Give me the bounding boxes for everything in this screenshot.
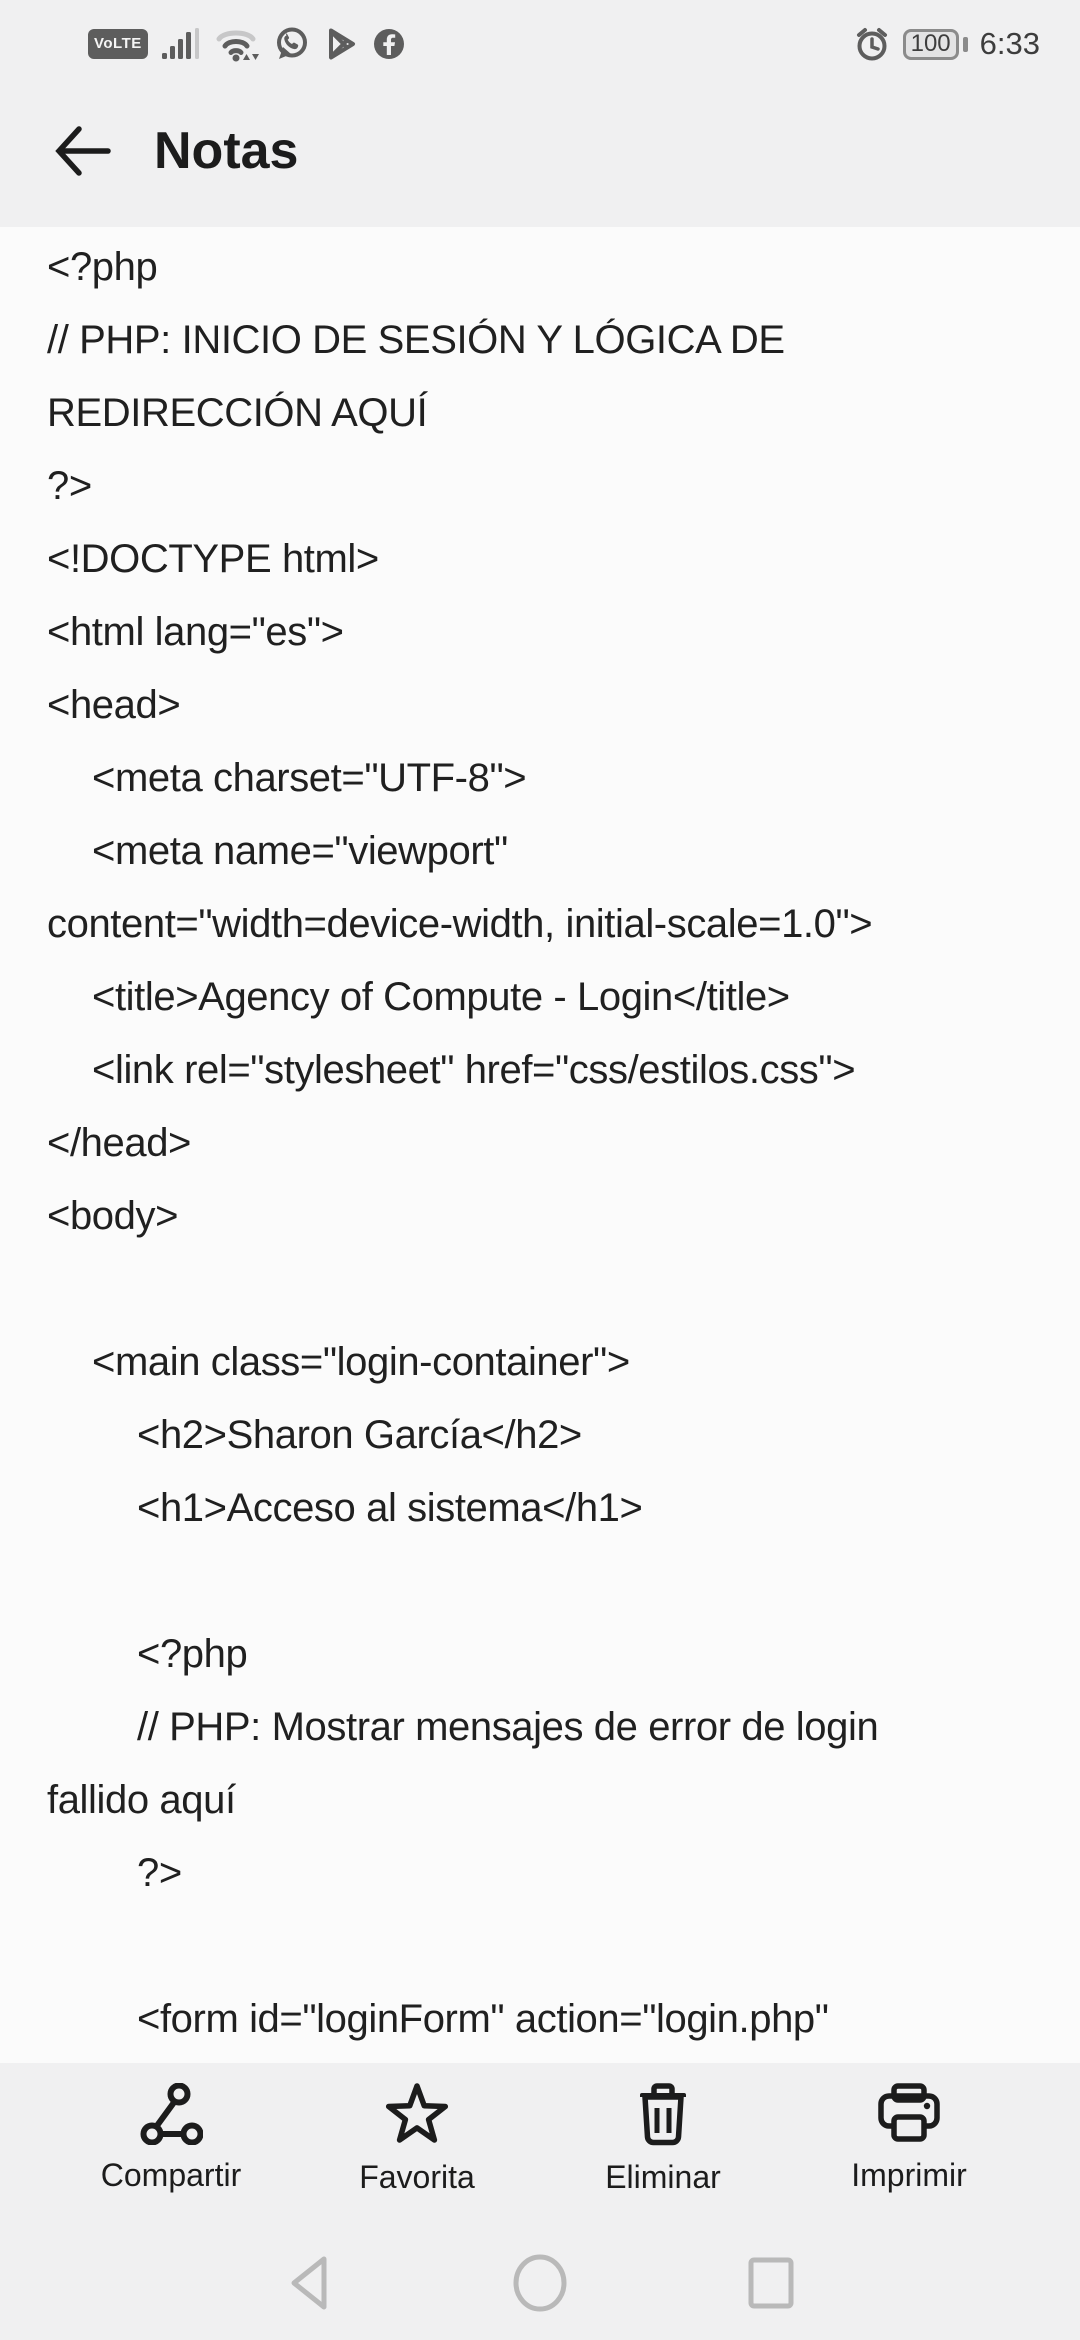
page-title: Notas [154,121,299,180]
wifi-icon [216,25,260,63]
note-line: // PHP: Mostrar mensajes de error de log… [137,1705,879,1749]
note-line: <html lang="es"> [47,610,344,654]
alarm-icon [853,25,891,63]
battery-nub [962,36,968,52]
note-line: <body> [47,1194,179,1238]
status-bar: VoLTE [0,0,1080,88]
note-line: <main class="login-container"> [92,1340,630,1384]
note-line: <?php [137,1632,248,1676]
favorite-button[interactable]: Favorita [342,2083,492,2196]
note-line: REDIRECCIÓN AQUÍ [47,391,428,435]
print-button[interactable]: Imprimir [834,2083,984,2194]
note-content[interactable]: <?php // PHP: INICIO DE SESIÓN Y LÓGICA D… [0,227,1080,2063]
recents-square-icon[interactable] [748,2257,794,2309]
share-label: Compartir [100,2157,242,2193]
note-line: <h2>Sharon García</h2> [137,1413,582,1457]
signal-strength-icon [161,26,202,62]
battery-icon: 100 [902,28,959,60]
share-button[interactable]: Compartir [96,2083,246,2194]
volte-badge: VoLTE [88,29,148,59]
play-store-icon [324,26,358,62]
delete-button[interactable]: Eliminar [588,2083,738,2196]
note-line: <form id="loginForm" action="login.php" [137,1997,829,2041]
system-navbar [0,2225,1080,2340]
status-time: 6:33 [979,26,1040,61]
note-line: <?php [47,245,158,289]
note-line: fallido aquí [47,1778,236,1822]
back-icon[interactable] [52,122,112,180]
note-line: ?> [137,1851,182,1895]
status-bar-right: 100 6:33 [853,25,1040,63]
note-blank-line [47,1910,1060,1983]
note-line: <meta name="viewport" [92,829,508,873]
facebook-icon [372,27,406,61]
battery-level: 100 [910,30,951,57]
note-line: <title>Agency of Compute - Login</title> [92,975,790,1019]
home-circle-icon[interactable] [512,2254,568,2312]
star-icon [384,2083,450,2147]
note-line: <!DOCTYPE html> [47,537,379,581]
bottom-toolbar: Compartir Favorita Eliminar [0,2063,1080,2225]
favorite-label: Favorita [359,2159,475,2195]
printer-icon [877,2083,941,2145]
note-line: <meta charset="UTF-8"> [92,756,527,800]
note-line: <head> [47,683,181,727]
share-icon [139,2083,203,2145]
app-header: Notas [0,88,1080,227]
status-bar-left: VoLTE [40,25,406,63]
note-line: <h1>Acceso al sistema</h1> [137,1486,643,1530]
trash-icon [634,2083,692,2147]
note-line: <link rel="stylesheet" href="css/estilos… [92,1048,856,1092]
note-blank-line [47,1545,1060,1618]
whatsapp-icon [274,26,310,62]
note-line: </head> [47,1121,192,1165]
delete-label: Eliminar [605,2159,721,2195]
print-label: Imprimir [851,2157,967,2193]
note-line: content="width=device-width, initial-sca… [47,902,873,946]
note-line: // PHP: INICIO DE SESIÓN Y LÓGICA DE [47,318,785,362]
back-triangle-icon[interactable] [286,2254,332,2312]
note-line: ?> [47,464,92,508]
note-blank-line [47,1253,1060,1326]
